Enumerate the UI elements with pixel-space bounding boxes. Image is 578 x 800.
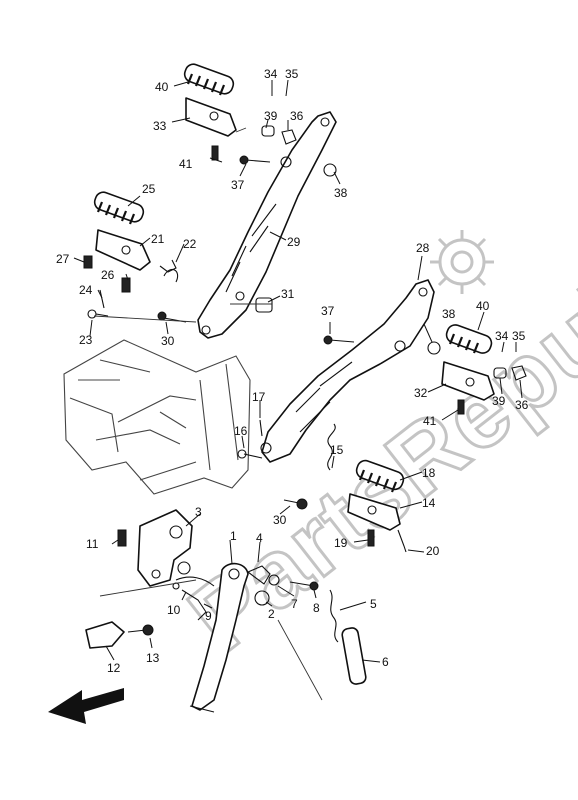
callout-41a: 41 <box>179 157 193 171</box>
frame-outline <box>63 339 251 495</box>
callout-36a: 36 <box>290 109 304 123</box>
gear-icon <box>430 230 494 294</box>
callout-1: 1 <box>230 529 237 543</box>
left-footrest-bracket <box>197 111 337 339</box>
arrow-icon <box>48 688 124 724</box>
callout-34b: 34 <box>495 329 509 343</box>
callout-30b: 30 <box>273 513 287 527</box>
hardware <box>83 125 527 553</box>
callout-10: 10 <box>167 603 181 617</box>
callout-36b: 36 <box>515 398 529 412</box>
callout-27: 27 <box>56 252 70 266</box>
callout-41b: 41 <box>423 414 437 428</box>
callout-20: 20 <box>426 544 440 558</box>
callout-22: 22 <box>183 237 197 251</box>
callout-23: 23 <box>79 333 93 347</box>
callout-29: 29 <box>287 235 301 249</box>
callout-35a: 35 <box>285 67 299 81</box>
callout-4: 4 <box>256 531 263 545</box>
sidestand-assembly <box>85 509 367 713</box>
callouts: 1 2 3 4 5 6 7 8 9 10 11 12 13 14 15 16 1… <box>56 67 529 675</box>
callout-7: 7 <box>291 597 298 611</box>
callout-37b: 37 <box>321 304 335 318</box>
callout-26: 26 <box>101 268 115 282</box>
callout-12: 12 <box>107 661 121 675</box>
right-footrest-bracket <box>260 279 435 463</box>
leader-lines <box>73 79 523 663</box>
callout-32: 32 <box>414 386 428 400</box>
callout-25: 25 <box>142 182 156 196</box>
callout-19: 19 <box>334 536 348 550</box>
callout-16: 16 <box>234 424 248 438</box>
right-rider-footpeg <box>347 459 405 531</box>
callout-39a: 39 <box>264 109 278 123</box>
callout-34a: 34 <box>264 67 278 81</box>
callout-21: 21 <box>151 232 165 246</box>
left-passenger-footpeg <box>93 191 177 273</box>
callout-38b: 38 <box>442 307 456 321</box>
right-passenger-footpeg <box>441 324 495 415</box>
callout-31: 31 <box>281 287 295 301</box>
callout-40a: 40 <box>155 80 169 94</box>
helper-lines <box>93 127 323 701</box>
callout-11: 11 <box>86 537 99 551</box>
callout-13: 13 <box>146 651 160 665</box>
callout-15: 15 <box>330 443 344 457</box>
callout-18: 18 <box>422 466 436 480</box>
callout-17: 17 <box>252 390 266 404</box>
callout-3: 3 <box>195 505 202 519</box>
left-rider-footpeg <box>183 63 237 161</box>
callout-38a: 38 <box>334 186 348 200</box>
callout-28: 28 <box>416 241 430 255</box>
callout-2: 2 <box>268 607 275 621</box>
callout-8: 8 <box>313 601 320 615</box>
callout-33: 33 <box>153 119 167 133</box>
callout-6: 6 <box>382 655 389 669</box>
callout-39b: 39 <box>492 394 506 408</box>
callout-5: 5 <box>370 597 377 611</box>
callout-35b: 35 <box>512 329 526 343</box>
callout-24: 24 <box>79 283 93 297</box>
callout-14: 14 <box>422 496 436 510</box>
callout-40b: 40 <box>476 299 490 313</box>
callout-9: 9 <box>205 609 212 623</box>
callout-37a: 37 <box>231 178 245 192</box>
callout-30a: 30 <box>161 334 175 348</box>
